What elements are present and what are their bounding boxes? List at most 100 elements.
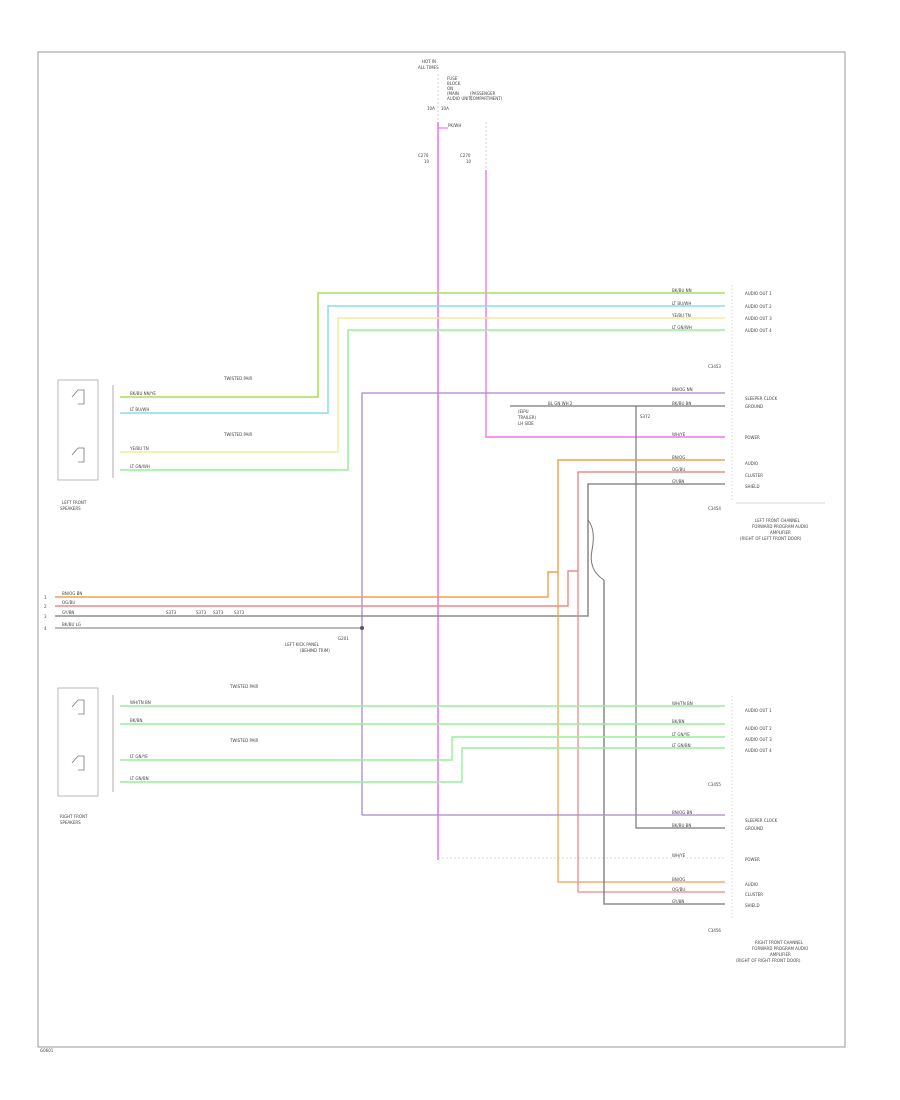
lf-amp-caption: AMPLIFIER bbox=[770, 530, 791, 535]
rf-dark bbox=[603, 580, 725, 905]
rf-orange bbox=[557, 572, 725, 883]
rf-caption-2: SPEAKERS bbox=[60, 820, 81, 825]
lf-bus-pin: AUDIO OUT 3 bbox=[745, 316, 772, 321]
shield-loop bbox=[587, 519, 605, 581]
lf-wire-label-3: YE/BU TN bbox=[129, 446, 149, 451]
rf-ctrl-connector: C3456 bbox=[708, 928, 721, 933]
lf-ctrl-s-label: S372 bbox=[640, 414, 651, 419]
rf-wire-label-3: LT GN/YE bbox=[130, 754, 148, 759]
lf-bus-pin: AUDIO OUT 1 bbox=[745, 291, 772, 296]
fuse-note: (PASSENGER bbox=[470, 91, 496, 96]
rf-ctrl-wire: BN/OG BN bbox=[672, 810, 692, 815]
lf-ctrl-pin: CLUSTER bbox=[745, 473, 763, 478]
lf-ctrl-pin: SLEEPER CLOCK bbox=[745, 396, 778, 401]
lf-ctrl-wire: BK/BU BN bbox=[672, 401, 691, 406]
lf-amp-caption: FORWARD PROGRAM AUDIO bbox=[752, 524, 808, 529]
fuse-note: FUSE bbox=[447, 76, 458, 81]
audio-bus-pin: 1 bbox=[44, 595, 47, 600]
rf-ctrl-pin: GROUND bbox=[745, 826, 763, 831]
rf-twisted-pair-1: TWISTED PAIR bbox=[229, 684, 259, 689]
lf-amp-bus: BK/BU NN LT BU/WH YE/BU TN LT GN/WH AUDI… bbox=[517, 285, 825, 541]
audio-bus-wire: GY/BN bbox=[62, 610, 74, 615]
lf-ctrl-pin: POWER bbox=[745, 435, 760, 440]
fuse-note: AUDIO UNIT) bbox=[447, 96, 473, 101]
audio-bus-inline: S373 bbox=[196, 610, 207, 615]
lf-wire-label-2: LT BU/WH bbox=[130, 407, 149, 412]
fuse-wire-label: PK/WH bbox=[448, 123, 461, 128]
audio-bus-wire: BN/OG BN bbox=[62, 591, 82, 596]
fuse-header: HOT IN ALL TIMES FUSE BLOCK ON (MAIN AUD… bbox=[418, 59, 503, 164]
lf-ctrl-splice: BL GN WH 2 bbox=[548, 401, 573, 406]
audio-bus: BN/OG BN OG/BU GY/BN BK/BU LG 1 2 3 4 S3… bbox=[44, 591, 364, 653]
lf-bus-wire: LT GN/WH bbox=[672, 325, 692, 330]
rf-bus-pin: AUDIO OUT 2 bbox=[745, 726, 772, 731]
audio-bus-pin: 2 bbox=[44, 604, 47, 609]
lf-ctrl-note: TRAILER) bbox=[517, 415, 537, 420]
page-code: G0601 bbox=[40, 1048, 54, 1053]
rf-bus-wire: LT GN/BN bbox=[672, 743, 691, 748]
fuse-title-line-2: ALL TIMES bbox=[418, 65, 439, 70]
rf-ctrl-wire: GY/BN bbox=[672, 899, 684, 904]
lf-ctrl-wire: BN/OG NN bbox=[672, 387, 693, 392]
fuse-title-line-1: HOT IN bbox=[422, 59, 436, 64]
rf-twisted-pair-2: TWISTED PAIR bbox=[229, 738, 259, 743]
rf-bus-connector: C3455 bbox=[708, 782, 721, 787]
fuse-tap-label: C270 bbox=[460, 153, 471, 158]
rf-wire-label-2: BK/BN bbox=[130, 718, 142, 723]
rf-bus-wire: BK/BN bbox=[672, 719, 684, 724]
lf-wire-2 bbox=[120, 305, 725, 414]
fuse-note: COMPARTMENT) bbox=[470, 96, 503, 101]
audio-bus-pin: 4 bbox=[44, 626, 47, 631]
lf-ctrl-wire: GY/BN bbox=[672, 479, 684, 484]
lf-ctrl-wire: BN/OG bbox=[672, 455, 685, 460]
fuse-note: BLOCK bbox=[447, 81, 461, 86]
rf-bus-wire: LT GN/YE bbox=[672, 732, 690, 737]
rf-ctrl-pin: SHIELD bbox=[745, 903, 760, 908]
rf-wire-4 bbox=[120, 747, 725, 783]
lf-ctrl-note: LH SIDE bbox=[518, 421, 534, 426]
rf-ctrl-wire: BK/BU BN bbox=[672, 823, 691, 828]
audio-bus-wire: BK/BU LG bbox=[62, 622, 81, 627]
power-wire-pink-branch bbox=[485, 170, 725, 438]
audio-bus-inline: S373 bbox=[234, 610, 245, 615]
rf-ctrl-wire: WH/YE bbox=[672, 853, 686, 858]
audio-orange bbox=[55, 459, 725, 598]
rf-ctrl-pin: SLEEPER CLOCK bbox=[745, 818, 778, 823]
rf-bus-pin: AUDIO OUT 4 bbox=[745, 748, 772, 753]
lf-ctrl-note: (EIPU bbox=[518, 409, 529, 414]
fuse-pin: 10A bbox=[441, 106, 449, 111]
fuse-note: (MAIN bbox=[447, 91, 459, 96]
rf-ctrl-pin: POWER bbox=[745, 857, 760, 862]
audio-bus-inline: S373 bbox=[166, 610, 177, 615]
ground-label: LEFT KICK PANEL bbox=[285, 642, 320, 647]
lf-bus-pin: AUDIO OUT 4 bbox=[745, 328, 772, 333]
rf-ctrl-pin: AUDIO bbox=[745, 882, 758, 887]
lf-ctrl-gray-drop bbox=[635, 406, 725, 829]
rf-wire-label-4: LT GN/BN bbox=[130, 776, 149, 781]
rf-ctrl-wire: OG/BU bbox=[672, 887, 685, 892]
right-front-speakers: WH/TN BN BK/BN LT GN/YE LT GN/BN TWISTED… bbox=[57, 684, 259, 825]
lf-ctrl-pin: AUDIO bbox=[745, 461, 758, 466]
audio-dark bbox=[55, 483, 725, 617]
lf-ctrl-pin: SHIELD bbox=[745, 484, 760, 489]
lf-bus-wire: BK/BU NN bbox=[672, 288, 692, 293]
audio-bus-pin: 3 bbox=[44, 614, 47, 619]
rf-bus-pin: AUDIO OUT 3 bbox=[745, 737, 772, 742]
rf-red bbox=[577, 571, 725, 893]
fuse-tap-label: 10 bbox=[466, 159, 472, 164]
audio-bus-inline: S373 bbox=[213, 610, 224, 615]
fuse-tap-label: C270 bbox=[418, 153, 429, 158]
rf-wire-3 bbox=[120, 736, 725, 761]
rf-ctrl-wire: BN/OG bbox=[672, 877, 685, 882]
rf-amp-caption: RIGHT FRONT CHANNEL bbox=[755, 940, 804, 945]
lf-twisted-pair-2: TWISTED PAIR bbox=[223, 432, 253, 437]
fuse-note: ON bbox=[447, 86, 453, 91]
lf-ctrl-pin: GROUND bbox=[745, 404, 763, 409]
rf-amp-caption: AMPLIFIER bbox=[770, 952, 791, 957]
diagram-frame bbox=[37, 51, 846, 1048]
audio-red bbox=[55, 471, 725, 607]
lf-wire-1 bbox=[120, 292, 725, 398]
lf-wire-label-1: BK/BU NN/YE bbox=[130, 391, 156, 396]
lf-wire-3 bbox=[120, 317, 725, 453]
